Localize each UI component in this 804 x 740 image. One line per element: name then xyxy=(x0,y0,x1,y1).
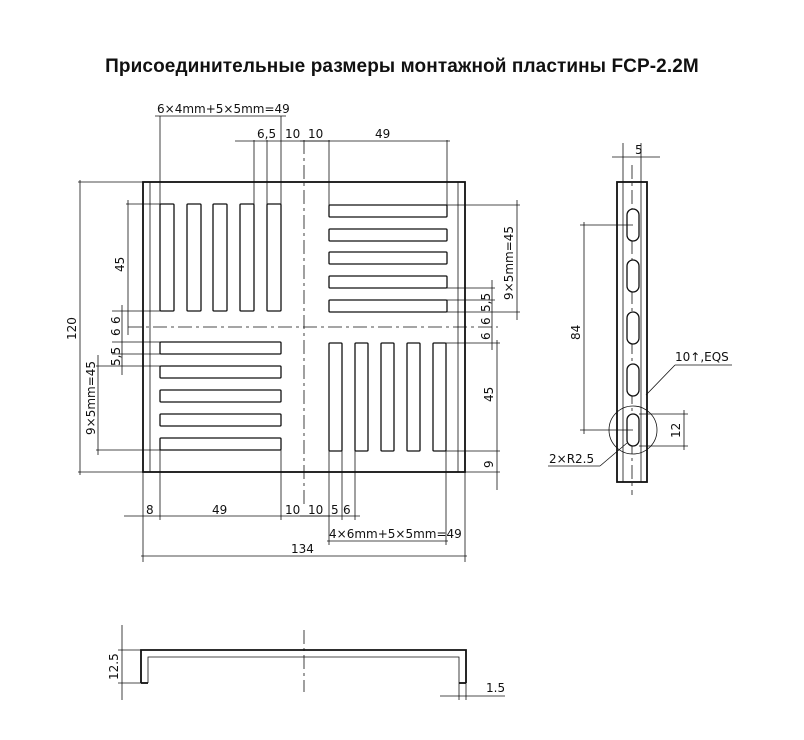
dim-right-pitch: 9×5mm=45 xyxy=(502,226,516,300)
dim-6-5: 6,5 xyxy=(257,127,276,141)
side-dim-5: 5 xyxy=(635,143,643,157)
dim-45-right: 45 xyxy=(482,387,496,402)
dim-6-bottom: 6 xyxy=(343,503,351,517)
dim-8-bottom: 8 xyxy=(146,503,154,517)
front-view: 6×4mm+5×5mm=49 6,5 10 10 49 120 45 6 6 5… xyxy=(65,102,520,562)
dim-120: 120 xyxy=(65,317,79,340)
dim-49-top: 49 xyxy=(375,127,390,141)
dim-45-left: 45 xyxy=(113,257,127,272)
profile-view: 12.5 1.5 xyxy=(107,625,505,700)
slots-bottom-left xyxy=(159,341,282,451)
dim-10-bottom-b: 10 xyxy=(308,503,323,517)
dim-5-5-right: 5,5 xyxy=(479,293,493,312)
dim-6-right-b: 6 xyxy=(479,332,493,340)
profile-dim-12-5: 12.5 xyxy=(107,653,121,680)
dim-left-pitch: 9×5mm=45 xyxy=(84,361,98,435)
dim-6-right-a: 6 xyxy=(479,317,493,325)
slots-top-left xyxy=(159,203,282,312)
dim-49-bottom: 49 xyxy=(212,503,227,517)
dim-6-left-b: 6 xyxy=(109,328,123,336)
side-dim-12: 12 xyxy=(669,423,683,438)
dim-5-bottom: 5 xyxy=(331,503,339,517)
side-dim-84: 84 xyxy=(569,325,583,340)
dim-bottom-pitch: 4×6mm+5×5mm=49 xyxy=(329,527,462,541)
dim-10-bottom-a: 10 xyxy=(285,503,300,517)
profile-dim-1-5: 1.5 xyxy=(486,681,505,695)
dim-10-top-right: 10 xyxy=(308,127,323,141)
side-profile xyxy=(616,181,648,483)
dim-top-pitch: 6×4mm+5×5mm=49 xyxy=(157,102,290,116)
side-dim-holes: 10↑,EQS xyxy=(675,350,729,364)
dim-5-5-left: 5,5 xyxy=(109,347,123,366)
drawing-title: Присоединительные размеры монтажной плас… xyxy=(105,56,699,77)
slots-top-right xyxy=(328,204,448,313)
dim-6-left-a: 6 xyxy=(109,316,123,324)
slots-bottom-right xyxy=(328,342,447,452)
side-view: 5 84 10↑,EQS 12 2×R2.5 xyxy=(548,143,732,495)
dim-134: 134 xyxy=(291,542,314,556)
dim-10-top-left: 10 xyxy=(285,127,300,141)
profile-outline xyxy=(140,649,467,683)
side-dim-radius: 2×R2.5 xyxy=(549,452,594,466)
dim-9-right: 9 xyxy=(482,460,496,468)
